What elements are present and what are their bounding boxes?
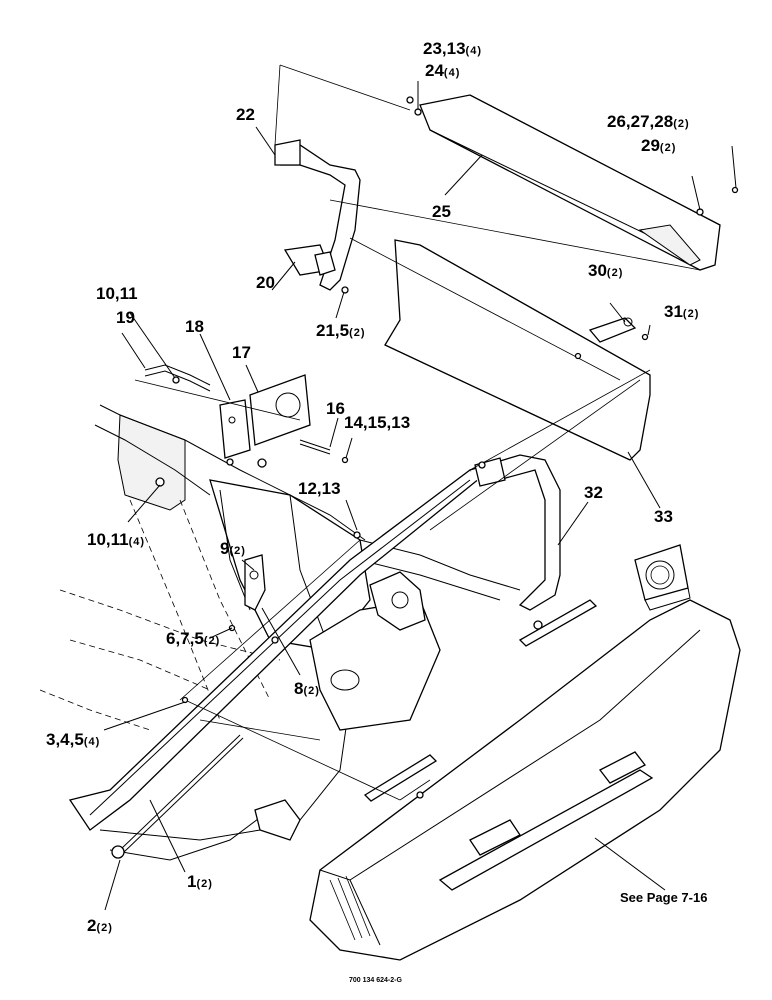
callout-20: 20 <box>256 273 275 292</box>
reference-lines <box>134 64 701 801</box>
leader-lines <box>103 81 737 911</box>
callout-30: 30(2) <box>588 261 624 280</box>
see-page-reference: See Page 7-16 <box>620 890 708 905</box>
callout-10-11-lower: 10,11(4) <box>87 530 146 549</box>
callout-31: 31(2) <box>664 302 700 321</box>
callout-25: 25 <box>432 202 451 221</box>
callout-17: 17 <box>232 343 251 362</box>
callout-8: 8(2) <box>294 679 320 698</box>
center-panel-part-33 <box>384 239 651 461</box>
callout-9: 9(2) <box>220 539 246 558</box>
callout-1: 1(2) <box>187 872 213 891</box>
gearbox-assembly <box>369 571 426 631</box>
callout-12-13: 12,13 <box>298 479 341 498</box>
large-shield-housing <box>309 544 741 961</box>
latch-part-9 <box>244 554 266 611</box>
callout-18: 18 <box>185 317 204 336</box>
bracket-part-32 <box>469 454 561 611</box>
mount-plate-part-17 <box>249 374 311 446</box>
callout-3-4-5: 3,4,5(4) <box>46 730 101 749</box>
callout-16: 16 <box>326 399 345 418</box>
callout-6-7-5: 6,7,5(2) <box>166 629 221 648</box>
callout-21-5: 21,5(2) <box>316 321 366 340</box>
header-frame-assembly <box>39 404 521 731</box>
callout-19: 19 <box>116 308 135 327</box>
callout-29: 29(2) <box>641 136 677 155</box>
upper-shield-part-25 <box>419 94 721 271</box>
callout-24: 24(4) <box>425 61 461 80</box>
pin-part-16 <box>299 439 331 455</box>
bracket-part-18 <box>219 399 251 459</box>
callout-26-27-28: 26,27,28(2) <box>607 112 690 131</box>
latch-part-30 <box>588 317 637 343</box>
callout-22: 22 <box>236 105 255 124</box>
callout-23-13: 23,13(4) <box>423 39 482 58</box>
callout-14-15-13: 14,15,13 <box>344 413 411 432</box>
callout-2: 2(2) <box>87 916 113 935</box>
divider-arm <box>68 469 482 861</box>
callout-33: 33 <box>654 507 673 526</box>
drawing-code: 700 134 624-2-G <box>349 977 402 984</box>
fasteners <box>155 96 739 799</box>
callout-32: 32 <box>584 483 603 502</box>
rod-part-1 <box>111 734 244 859</box>
bracket-part-22 <box>274 139 361 291</box>
bracket-part-20 <box>283 244 336 276</box>
callout-10-11-upper: 10,11 <box>96 284 138 303</box>
link-part-19 <box>144 364 211 392</box>
